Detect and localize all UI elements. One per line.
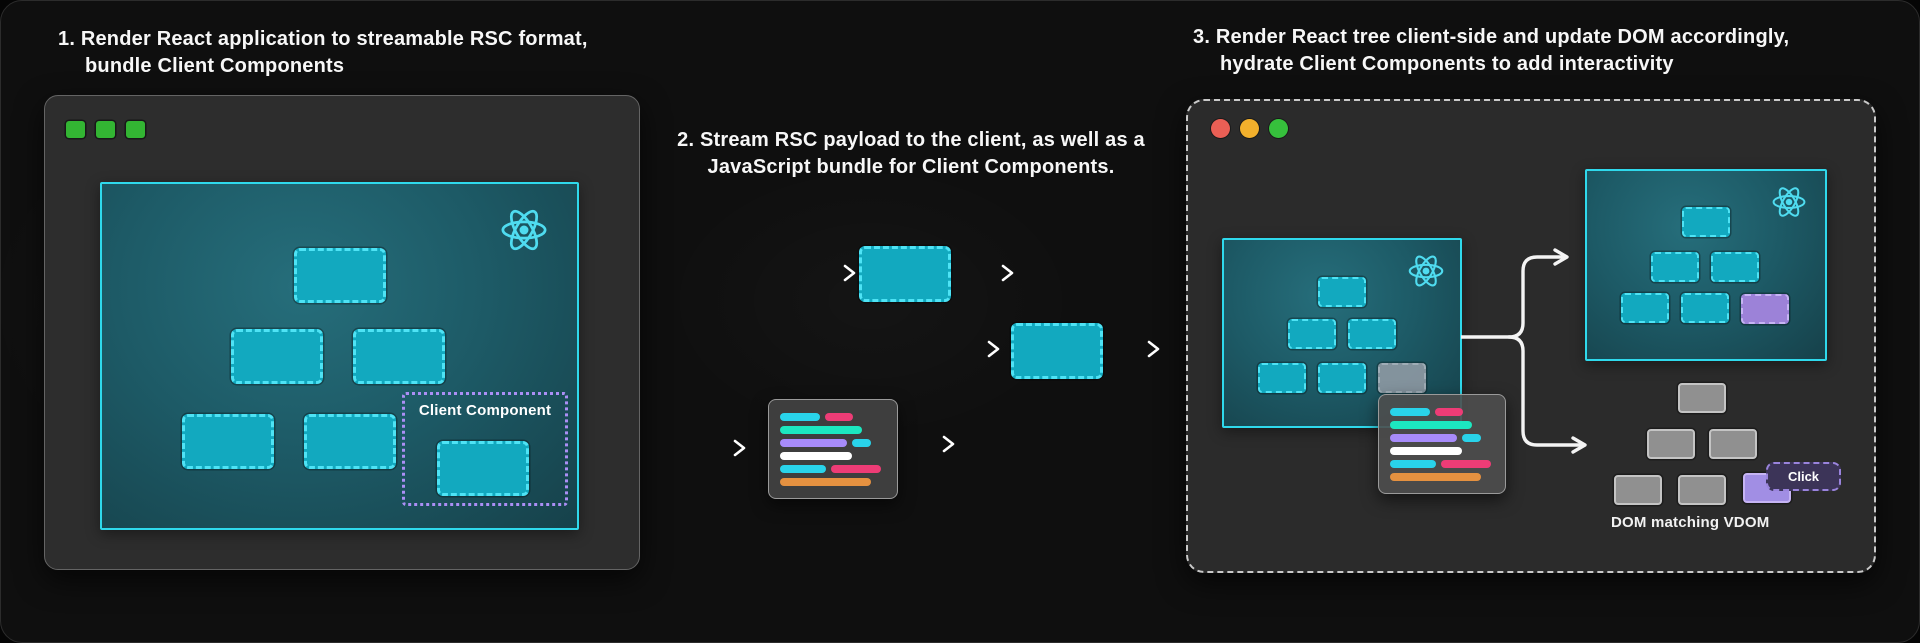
- green-square-traffic-light-icon: [66, 121, 85, 138]
- dom-node-root: [1678, 383, 1726, 413]
- dom-matching-vdom-caption: DOM matching VDOM: [1611, 514, 1770, 531]
- branching-fork-arrow-icon: [1461, 248, 1587, 454]
- code-line: [1390, 421, 1472, 429]
- code-line: [780, 439, 847, 447]
- window-controls-right: [1211, 119, 1288, 138]
- client-component-node: [437, 441, 529, 496]
- server-tree-node: [353, 329, 445, 384]
- vdom-hydrated-client-node: [1741, 294, 1789, 324]
- stream-arrow-icon: [653, 439, 746, 457]
- code-line: [780, 426, 862, 434]
- code-line: [780, 452, 852, 460]
- incoming-tree-node: [1348, 319, 1396, 349]
- dom-node: [1678, 475, 1726, 505]
- server-react-viewport: Client Component: [100, 182, 579, 530]
- green-traffic-light-icon: [1269, 119, 1288, 138]
- code-line: [1435, 408, 1463, 416]
- server-tree-node-root: [294, 248, 386, 303]
- step-1-line1: 1. Render React application to streamabl…: [58, 28, 588, 50]
- client-js-bundle-codeblock: [1378, 394, 1506, 494]
- server-tree-node: [182, 414, 274, 469]
- code-line: [1390, 473, 1481, 481]
- dom-node: [1614, 475, 1662, 505]
- step-3-line1: 3. Render React tree client-side and upd…: [1193, 26, 1790, 48]
- stream-arrow-icon: [963, 264, 1014, 282]
- react-logo-icon: [1408, 252, 1444, 290]
- red-traffic-light-icon: [1211, 119, 1230, 138]
- window-controls-left: [66, 121, 145, 138]
- code-line: [852, 439, 871, 447]
- vdom-tree-node: [1711, 252, 1759, 282]
- code-line: [1390, 460, 1436, 468]
- step-3-heading: 3. Render React tree client-side and upd…: [1193, 24, 1873, 78]
- server-window: Client Component: [44, 95, 640, 570]
- code-line: [780, 413, 820, 421]
- react-logo-icon: [501, 206, 547, 254]
- incoming-tree-node: [1318, 363, 1366, 393]
- incoming-tree-node: [1258, 363, 1306, 393]
- incoming-tree-node-root: [1318, 277, 1366, 307]
- code-line: [780, 465, 826, 473]
- step-2-line1: 2. Stream RSC payload to the client, as …: [677, 129, 1145, 151]
- step-2-line2: JavaScript bundle for Client Components.: [707, 156, 1115, 178]
- code-line: [1441, 460, 1491, 468]
- js-bundle-codeblock: [768, 399, 898, 499]
- react-logo-icon: [1772, 184, 1806, 220]
- vdom-tree-node-root: [1682, 207, 1730, 237]
- vdom-tree-node: [1681, 293, 1729, 323]
- stream-arrow-icon: [906, 435, 955, 453]
- vdom-tree-node: [1621, 293, 1669, 323]
- green-square-traffic-light-icon: [96, 121, 115, 138]
- green-square-traffic-light-icon: [126, 121, 145, 138]
- code-line: [1390, 408, 1430, 416]
- vdom-react-viewport: [1585, 169, 1827, 361]
- click-tooltip[interactable]: Click: [1766, 462, 1841, 491]
- yellow-traffic-light-icon: [1240, 119, 1259, 138]
- stream-arrow-icon: [769, 264, 856, 282]
- code-line: [1390, 447, 1462, 455]
- step-2-heading: 2. Stream RSC payload to the client, as …: [656, 127, 1166, 181]
- code-line: [1462, 434, 1481, 442]
- stream-arrow-icon: [947, 340, 1000, 358]
- step-3-line2: hydrate Client Components to add interac…: [1220, 53, 1674, 75]
- step-1-heading: 1. Render React application to streamabl…: [58, 26, 638, 80]
- client-component-label: Client Component: [418, 402, 552, 419]
- server-tree-node: [304, 414, 396, 469]
- client-browser-window: Click DOM matching VDOM: [1186, 99, 1876, 573]
- stream-arrow-icon: [1111, 340, 1160, 358]
- dom-node: [1647, 429, 1695, 459]
- client-component-boundary: Client Component: [402, 392, 568, 506]
- client-slot-placeholder-node: [1378, 363, 1426, 393]
- code-line: [1390, 434, 1457, 442]
- server-tree-node: [231, 329, 323, 384]
- incoming-tree-node: [1288, 319, 1336, 349]
- code-line: [831, 465, 881, 473]
- dom-node: [1709, 429, 1757, 459]
- code-line: [780, 478, 871, 486]
- vdom-tree-node: [1651, 252, 1699, 282]
- rsc-payload-chunk: [1011, 323, 1103, 379]
- step-1-line2: bundle Client Components: [85, 55, 345, 77]
- code-line: [825, 413, 853, 421]
- rsc-payload-chunk: [859, 246, 951, 302]
- click-tooltip-label: Click: [1787, 469, 1820, 484]
